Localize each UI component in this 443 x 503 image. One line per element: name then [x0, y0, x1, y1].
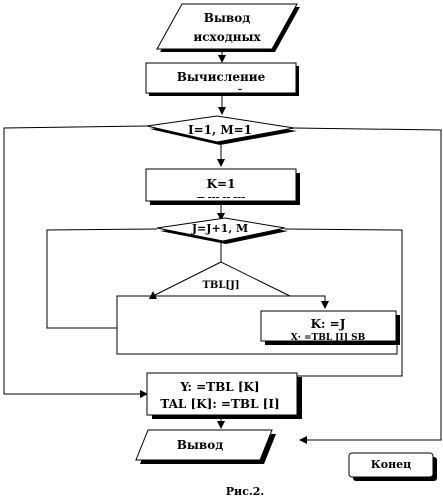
loop-i-label: I=1, M=1	[188, 123, 252, 137]
condition-triangle: TBL[J]	[152, 261, 291, 297]
swap-line-1: Y: =TBL [K]	[179, 380, 259, 394]
k-eq-j-block: K: =J X· =TBL [I] SB	[260, 310, 400, 345]
condition-label: TBL[J]	[202, 280, 239, 291]
inner-loop-exit-line	[218, 228, 403, 387]
calc-sub-label: –	[238, 85, 243, 95]
end-label: Конец	[371, 458, 412, 471]
outer-loop-return-line	[3, 125, 148, 398]
output-parallelogram: Вывод	[135, 429, 276, 464]
figure-caption: Рис.2.	[226, 485, 264, 498]
input-line-2: исходных	[193, 30, 261, 44]
output-label: Вывод	[177, 438, 224, 452]
loop-j-label: J=J+1, M	[191, 222, 248, 235]
end-block: Конец	[348, 452, 437, 481]
k-assign-sub-label: — ––– –– –––	[197, 192, 245, 202]
arrow-cond-right	[290, 295, 329, 309]
merge-frame-line	[116, 295, 398, 355]
swap-line-2: TAL [K]: =TBL [I]	[160, 397, 279, 411]
calc-block: Вычисление –	[145, 62, 299, 96]
input-line-1: Вывод	[204, 11, 251, 25]
loop-j-hexagon: J=J+1, M	[156, 217, 288, 244]
swap-block: Y: =TBL [K] TAL [K]: =TBL [I]	[146, 372, 302, 419]
loop-i-hexagon: I=1, M=1	[146, 115, 297, 145]
input-parallelogram: Вывод исходных	[156, 3, 300, 52]
k-eq-j-label: K: =J	[311, 317, 346, 331]
inner-loop-return-line	[46, 228, 158, 329]
calc-label: Вычисление	[177, 70, 266, 84]
outer-loop-exit-line	[293, 127, 442, 444]
k-eq-j-sub-label: X· =TBL [I] SB	[291, 333, 366, 343]
k-assign-label: K=1	[207, 177, 236, 191]
k-assign-block: K=1 — ––– –– –––	[145, 168, 300, 205]
